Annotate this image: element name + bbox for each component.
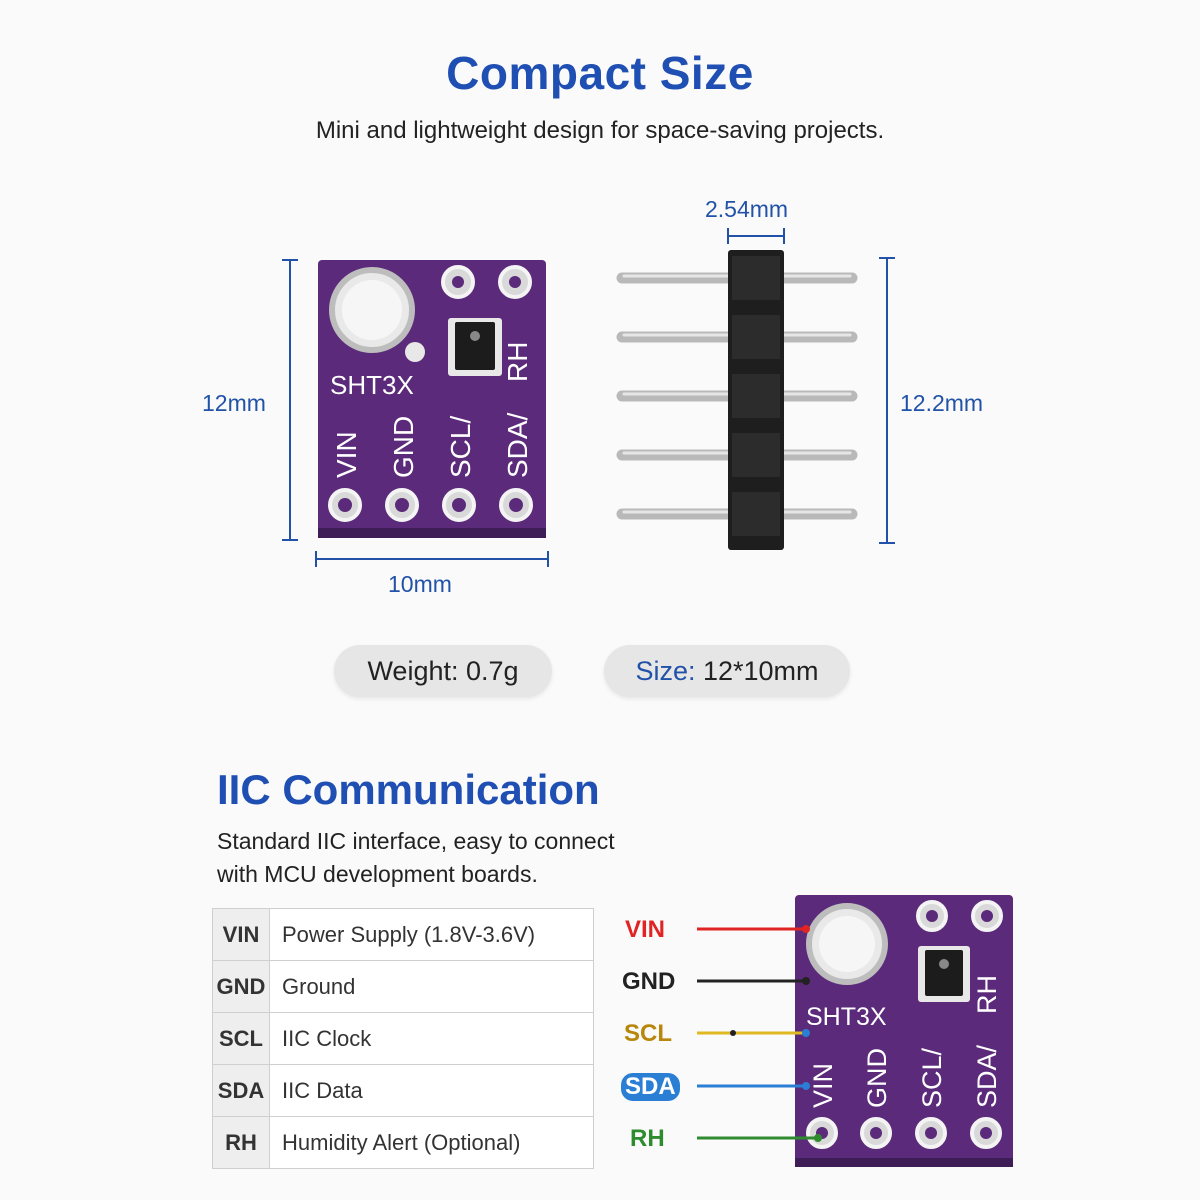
sensor-board-top: SHT3X VIN GND SCL/ SDA/ RH — [318, 260, 546, 538]
board-pin-label-rh: RH — [502, 342, 533, 382]
wire-label-rh: RH — [630, 1125, 665, 1152]
sensor-board-wiring: SHT3X VIN GND SCL/ SDA/ RH — [795, 895, 1013, 1167]
board2-pin-label-sda: SDA/ — [972, 1044, 1002, 1108]
pin-name: SCL — [212, 1012, 270, 1065]
pin-description: Power Supply (1.8V-3.6V) — [269, 908, 594, 961]
pin-description: Humidity Alert (Optional) — [269, 1116, 594, 1169]
pin-name: RH — [212, 1116, 270, 1169]
board2-pin-label-rh: RH — [972, 975, 1002, 1014]
section-subtitle-iic-line1: Standard IIC interface, easy to connect — [217, 828, 615, 854]
dimension-line-width — [315, 551, 549, 567]
board-pin-label-sda: SDA/ — [502, 412, 533, 478]
size-value: 12*10mm — [702, 656, 819, 686]
wire-label-scl: SCL — [624, 1020, 672, 1047]
pin-description: Ground — [269, 960, 594, 1013]
pin-description: IIC Data — [269, 1064, 594, 1117]
dimension-width-label: 10mm — [388, 571, 452, 597]
board-pin-label-scl: SCL/ — [445, 416, 476, 478]
section-title-iic: IIC Communication — [217, 766, 600, 813]
section-title-compact-size: Compact Size — [446, 47, 754, 99]
pin-name: GND — [212, 960, 270, 1013]
wire-label-sda: SDA — [621, 1073, 680, 1101]
dimension-line-height — [282, 259, 298, 541]
dimension-height-label: 12mm — [202, 390, 266, 416]
board-pin-label-gnd: GND — [388, 416, 419, 478]
pin-header — [616, 250, 858, 550]
dimension-pitch-label: 2.54mm — [705, 196, 789, 222]
pin-description: IIC Clock — [269, 1012, 594, 1065]
pin-name: SDA — [212, 1064, 270, 1117]
board2-pin-label-gnd: GND — [862, 1048, 892, 1108]
wire-label-vin: VIN — [625, 916, 666, 943]
board2-pin-label-scl: SCL/ — [917, 1047, 947, 1108]
section-subtitle-iic: Standard IIC interface, easy to connect … — [217, 825, 677, 891]
weight-badge: Weight: 0.7g — [334, 645, 552, 697]
wire-label-gnd: GND — [622, 968, 676, 995]
size-badge: Size: 12*10mm — [604, 645, 850, 697]
weight-value: 0.7g — [466, 656, 519, 686]
section-subtitle-compact-size: Mini and lightweight design for space-sa… — [315, 117, 885, 144]
dimension-header-height-label: 12.2mm — [900, 390, 984, 416]
wires — [697, 925, 822, 1142]
sensor-chip — [455, 322, 495, 370]
board2-pin-label-vin: VIN — [808, 1063, 838, 1108]
pin-name: VIN — [212, 908, 270, 961]
board-pin-label-vin: VIN — [331, 431, 362, 478]
board-model-label-2: SHT3X — [806, 1003, 887, 1031]
section-subtitle-iic-line2: with MCU development boards. — [217, 861, 538, 887]
dimension-line-header-height — [879, 257, 895, 544]
dimension-line-pitch — [727, 228, 785, 244]
weight-label: Weight: — [367, 656, 459, 686]
board-model-label: SHT3X — [330, 370, 414, 400]
size-label: Size: — [635, 656, 696, 686]
